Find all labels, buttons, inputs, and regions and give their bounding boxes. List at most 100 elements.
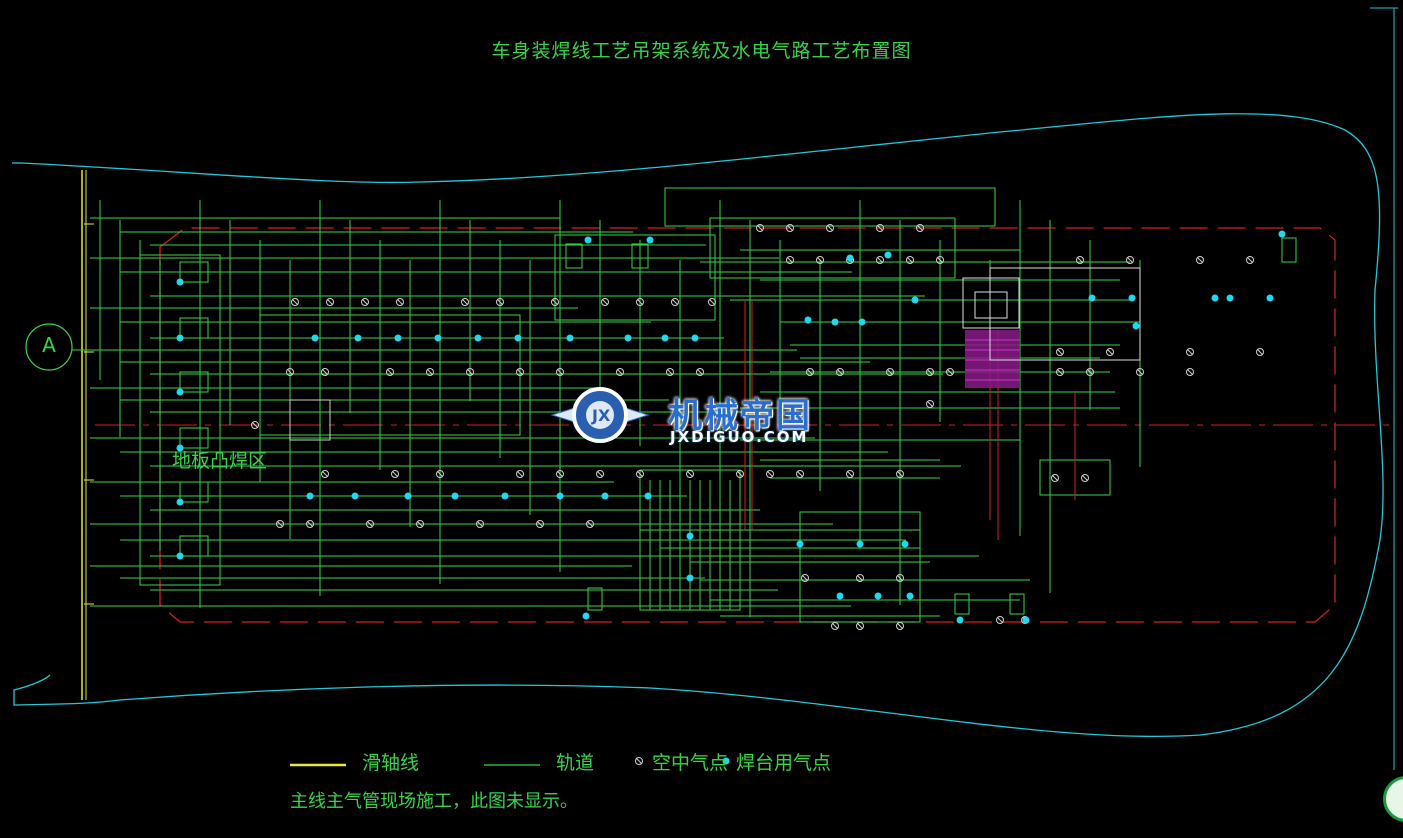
weld-air-point-marker xyxy=(306,492,314,500)
air-point-marker xyxy=(1076,256,1084,264)
air-point-marker xyxy=(1126,256,1134,264)
weld-air-point-marker xyxy=(176,278,184,286)
air-point-marker xyxy=(386,368,394,376)
air-point-marker xyxy=(321,368,329,376)
air-point-marker xyxy=(556,470,564,478)
air-point-marker xyxy=(596,470,604,478)
air-point-marker xyxy=(306,520,314,528)
air-point-marker xyxy=(831,622,839,630)
air-point-marker xyxy=(276,520,284,528)
weld-air-point-marker xyxy=(501,492,509,500)
weld-air-point-marker xyxy=(582,612,590,620)
air-point-marker xyxy=(556,368,564,376)
weld-air-point-marker xyxy=(176,388,184,396)
weld-air-point-marker xyxy=(176,498,184,506)
air-point-marker xyxy=(1256,348,1264,356)
weld-air-point-marker xyxy=(856,540,864,548)
weld-air-point-marker xyxy=(601,492,609,500)
air-point-marker xyxy=(766,470,774,478)
air-point-marker xyxy=(671,298,679,306)
weld-air-point-marker xyxy=(1088,294,1096,302)
weld-air-point-marker xyxy=(686,532,694,540)
air-point-marker xyxy=(666,368,674,376)
air-point-marker xyxy=(1056,368,1064,376)
weld-air-point-marker xyxy=(176,444,184,452)
weld-air-point-marker xyxy=(911,296,919,304)
air-point-marker xyxy=(536,520,544,528)
weld-air-point-marker xyxy=(874,592,882,600)
weld-air-point-marker xyxy=(644,492,652,500)
legend-air-point: 空中气点 xyxy=(652,752,729,774)
weld-air-point-marker xyxy=(1266,294,1274,302)
air-point-marker xyxy=(361,298,369,306)
air-point-marker xyxy=(1196,256,1204,264)
air-point-marker xyxy=(516,470,524,478)
watermark-cn: 机械帝国 xyxy=(668,396,812,436)
air-point-marker xyxy=(896,622,904,630)
weld-air-point-marker xyxy=(404,492,412,500)
svg-text:JX: JX xyxy=(591,406,611,425)
weld-air-point-marker xyxy=(901,540,909,548)
weld-air-point-marker xyxy=(434,334,442,342)
weld-air-point-marker xyxy=(474,334,482,342)
weld-air-point-marker xyxy=(661,334,669,342)
weld-air-point-marker xyxy=(514,334,522,342)
weld-air-point-marker xyxy=(566,334,574,342)
weld-air-point-marker xyxy=(858,318,866,326)
weld-air-point-marker xyxy=(1132,322,1140,330)
air-point-marker xyxy=(1186,368,1194,376)
air-point-marker xyxy=(916,224,924,232)
air-point-marker xyxy=(996,616,1004,624)
air-point-marker xyxy=(636,298,644,306)
air-point-marker xyxy=(896,574,904,582)
air-point-marker xyxy=(896,470,904,478)
air-point-marker xyxy=(366,520,374,528)
air-point-marker xyxy=(496,298,504,306)
air-point-marker xyxy=(806,368,814,376)
air-point-marker xyxy=(466,368,474,376)
air-point-marker xyxy=(836,368,844,376)
air-point-marker xyxy=(396,298,404,306)
weld-air-point-marker xyxy=(691,334,699,342)
air-point-marker xyxy=(1081,474,1089,482)
air-point-marker xyxy=(906,256,914,264)
air-point-marker xyxy=(946,368,954,376)
air-point-marker xyxy=(586,520,594,528)
air-point-marker xyxy=(416,520,424,528)
air-point-marker xyxy=(601,298,609,306)
air-point-marker xyxy=(551,298,559,306)
weld-air-point-marker xyxy=(351,492,359,500)
air-point-marker xyxy=(826,224,834,232)
air-point-marker xyxy=(816,256,824,264)
weld-air-point-marker xyxy=(556,492,564,500)
weld-air-point-marker xyxy=(1128,294,1136,302)
air-point-marker xyxy=(856,574,864,582)
air-point-marker xyxy=(436,470,444,478)
air-point-marker xyxy=(1051,474,1059,482)
weld-air-point-marker xyxy=(1278,230,1286,238)
weld-air-point-marker xyxy=(176,552,184,560)
air-point-marker xyxy=(786,224,794,232)
zone-label: 地板凸焊区 xyxy=(172,450,268,472)
air-point-marker xyxy=(708,298,716,306)
drawing-title: 车身装焊线工艺吊架系统及水电气路工艺布置图 xyxy=(491,40,912,62)
air-point-marker xyxy=(756,224,764,232)
legend-slide-axis: 滑轴线 xyxy=(362,752,420,774)
weld-air-point-marker xyxy=(451,492,459,500)
weld-air-point-marker xyxy=(686,574,694,582)
air-point-marker xyxy=(796,470,804,478)
axis-circle xyxy=(25,323,73,371)
air-point-marker xyxy=(876,256,884,264)
air-point-marker xyxy=(391,470,399,478)
air-point-marker xyxy=(286,368,294,376)
watermark-logo: JX xyxy=(550,387,650,443)
air-point-marker xyxy=(926,368,934,376)
air-point-marker xyxy=(426,368,434,376)
watermark-en: JXDIGUO.COM xyxy=(670,428,809,446)
air-point-marker xyxy=(846,470,854,478)
air-point-marker xyxy=(636,470,644,478)
legend-weld-air-point: 焊台用气点 xyxy=(736,752,832,774)
air-point-marker xyxy=(876,224,884,232)
weld-air-point-marker xyxy=(584,236,592,244)
air-point-marker xyxy=(686,470,694,478)
